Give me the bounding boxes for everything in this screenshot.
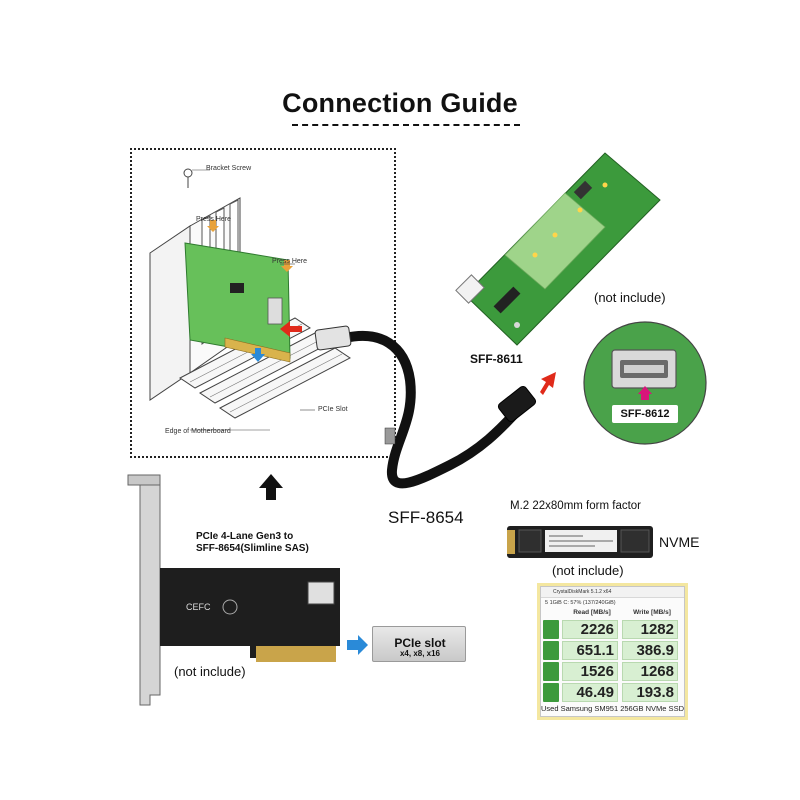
svg-text:CEFC: CEFC	[186, 602, 211, 612]
benchmark-titlebar: CrystalDiskMark 5.1.2 x64	[541, 587, 684, 598]
benchmark-footer: Used Samsung SM951 256GB NVMe SSD	[541, 704, 684, 713]
installation-illustration	[149, 168, 351, 431]
benchmark-header: Read [MB/s] Write [MB/s]	[543, 609, 682, 619]
pcie-slot-sizes: x4, x8, x16	[399, 649, 441, 658]
pcie-card-title-line1: PCIe 4-Lane Gen3 to	[196, 531, 294, 542]
nvme-label: NVME	[659, 534, 700, 550]
read-header: Read [MB/s]	[573, 609, 611, 616]
press-here-label-1: Press Here	[196, 216, 232, 223]
pcie-adapter-card: CEFC	[127, 474, 340, 706]
benchmark-row: 46.49 193.8	[543, 683, 682, 702]
pcie-card-title: PCIe 4-Lane Gen3 to SFF-8654(Slimline SA…	[196, 531, 309, 555]
pcie-slot-label: PCIe slot	[394, 636, 446, 650]
read-value: 1526	[562, 662, 618, 681]
ssd-not-included-note: (not include)	[552, 563, 624, 578]
pcie-slot-graphic	[372, 626, 466, 662]
m2-nvme-ssd	[507, 526, 653, 558]
bracket-screw-label: Bracket Screw	[206, 165, 252, 172]
installation-diagram-frame	[130, 148, 396, 458]
write-header: Write [MB/s]	[633, 609, 671, 616]
write-value: 193.8	[622, 683, 678, 702]
benchmark-run-button[interactable]	[543, 641, 559, 660]
write-value: 1282	[622, 620, 678, 639]
benchmark-run-button[interactable]	[543, 662, 559, 681]
title-underline	[292, 124, 520, 126]
read-value: 46.49	[562, 683, 618, 702]
sff8612-label: SFF-8612	[620, 408, 670, 420]
sff8612-label-bg	[612, 405, 678, 423]
sff8611-adapter-board	[455, 152, 661, 346]
benchmark-controls: 5 1GiB C: 57% (137/240GiB)	[545, 600, 616, 606]
benchmark-run-button[interactable]	[543, 683, 559, 702]
page-title: Connection Guide	[282, 88, 518, 118]
m2-form-factor-label: M.2 22x80mm form factor	[510, 500, 642, 512]
benchmark-run-button[interactable]	[543, 620, 559, 639]
benchmark-row: 2226 1282	[543, 620, 682, 639]
benchmark-window: CrystalDiskMark 5.1.2 x64 5 1GiB C: 57% …	[540, 586, 685, 717]
benchmark-row: 1526 1268	[543, 662, 682, 681]
sff8612-connector-closeup	[583, 321, 707, 445]
pcie-slot-diagram-label: PCIe Slot	[318, 406, 348, 413]
adapter-not-included-note: (not include)	[594, 290, 666, 305]
write-value: 1268	[622, 662, 678, 681]
read-value: 651.1	[562, 641, 618, 660]
read-value: 2226	[562, 620, 618, 639]
edge-of-motherboard-label: Edge of Motherboard	[165, 428, 231, 435]
sff8611-label: SFF-8611	[470, 352, 523, 366]
card-not-included-note: (not include)	[174, 664, 246, 679]
pcie-card-title-line2: SFF-8654(Slimline SAS)	[196, 543, 309, 554]
press-here-label-2: Press Here	[272, 258, 308, 265]
benchmark-results: Read [MB/s] Write [MB/s] 2226 1282 651.1…	[543, 609, 682, 704]
write-value: 386.9	[622, 641, 678, 660]
sff8654-label: SFF-8654	[388, 508, 464, 527]
benchmark-row: 651.1 386.9	[543, 641, 682, 660]
